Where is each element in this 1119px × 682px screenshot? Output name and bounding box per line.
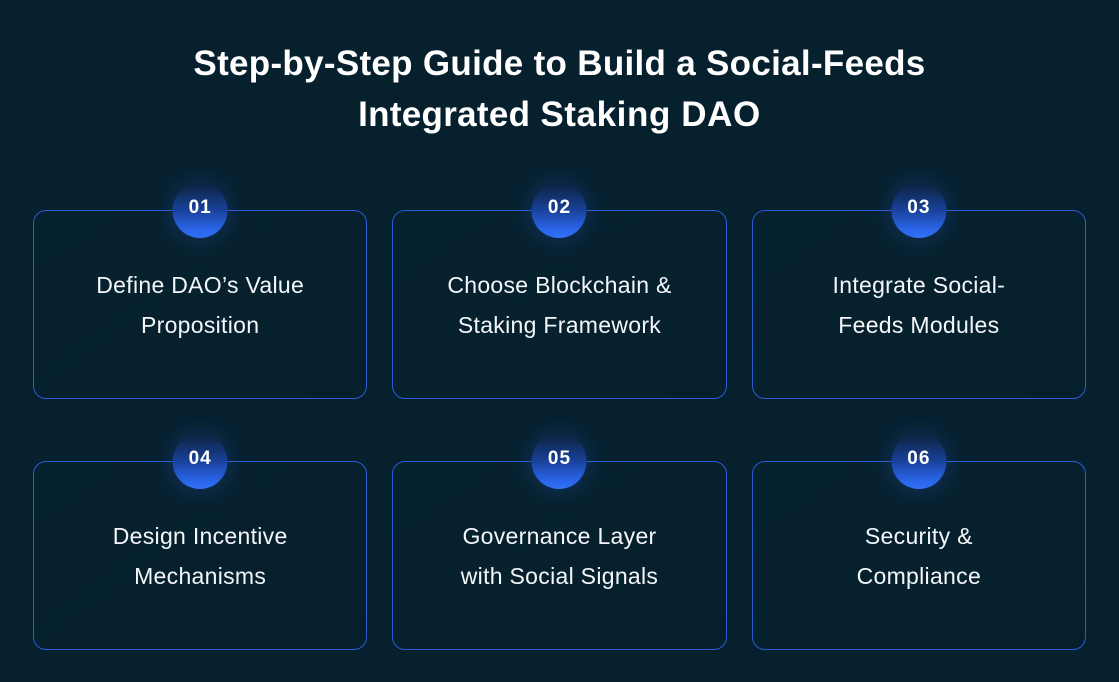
step-label: Governance Layer with Social Signals [461,516,658,596]
step-card-01: 01 Define DAO’s Value Proposition [33,183,368,399]
title-line-1: Step-by-Step Guide to Build a Social-Fee… [193,44,926,83]
step-label: Choose Blockchain & Staking Framework [447,265,671,345]
title-line-2-regular: Integrated [358,95,541,134]
step-label-line: Compliance [856,562,982,589]
step-label-line: Proposition [140,311,260,338]
step-label-line: Choose Blockchain & [447,271,672,298]
step-number-badge: 04 [172,434,228,489]
step-label: Integrate Social- Feeds Modules [833,265,1006,345]
step-label-line: Governance Layer [462,522,657,549]
step-number-badge: 01 [172,183,228,238]
step-number-badge: 05 [531,434,587,489]
page-title: Step-by-Step Guide to Build a Social-Fee… [0,0,1119,140]
step-card-06: 06 Security & Compliance [751,434,1086,650]
step-label: Design Incentive Mechanisms [113,516,288,596]
step-label-line: Design Incentive [112,522,288,549]
step-label-line: Mechanisms [134,562,267,589]
steps-grid: 01 Define DAO’s Value Proposition 02 Cho… [33,183,1086,650]
step-card-04: 04 Design Incentive Mechanisms [33,434,368,650]
step-label-line: Integrate Social- [832,271,1006,298]
title-line-2: Integrated Staking DAO [0,89,1119,140]
step-label-line: Security & [864,522,973,549]
step-card-05: 05 Governance Layer with Social Signals [392,434,727,650]
step-number-badge: 03 [891,183,947,238]
step-label-line: with Social Signals [460,562,659,589]
step-label-line: Staking Framework [457,311,662,338]
step-number-badge: 02 [531,183,587,238]
step-label-line: Define DAO’s Value [96,271,305,298]
step-label: Security & Compliance [857,516,981,596]
title-line-2-bold: Staking DAO [540,95,761,134]
step-label-line: Feeds Modules [838,311,1000,338]
step-card-03: 03 Integrate Social- Feeds Modules [751,183,1086,399]
step-number-badge: 06 [891,434,947,489]
step-card-02: 02 Choose Blockchain & Staking Framework [392,183,727,399]
step-label: Define DAO’s Value Proposition [96,265,304,345]
